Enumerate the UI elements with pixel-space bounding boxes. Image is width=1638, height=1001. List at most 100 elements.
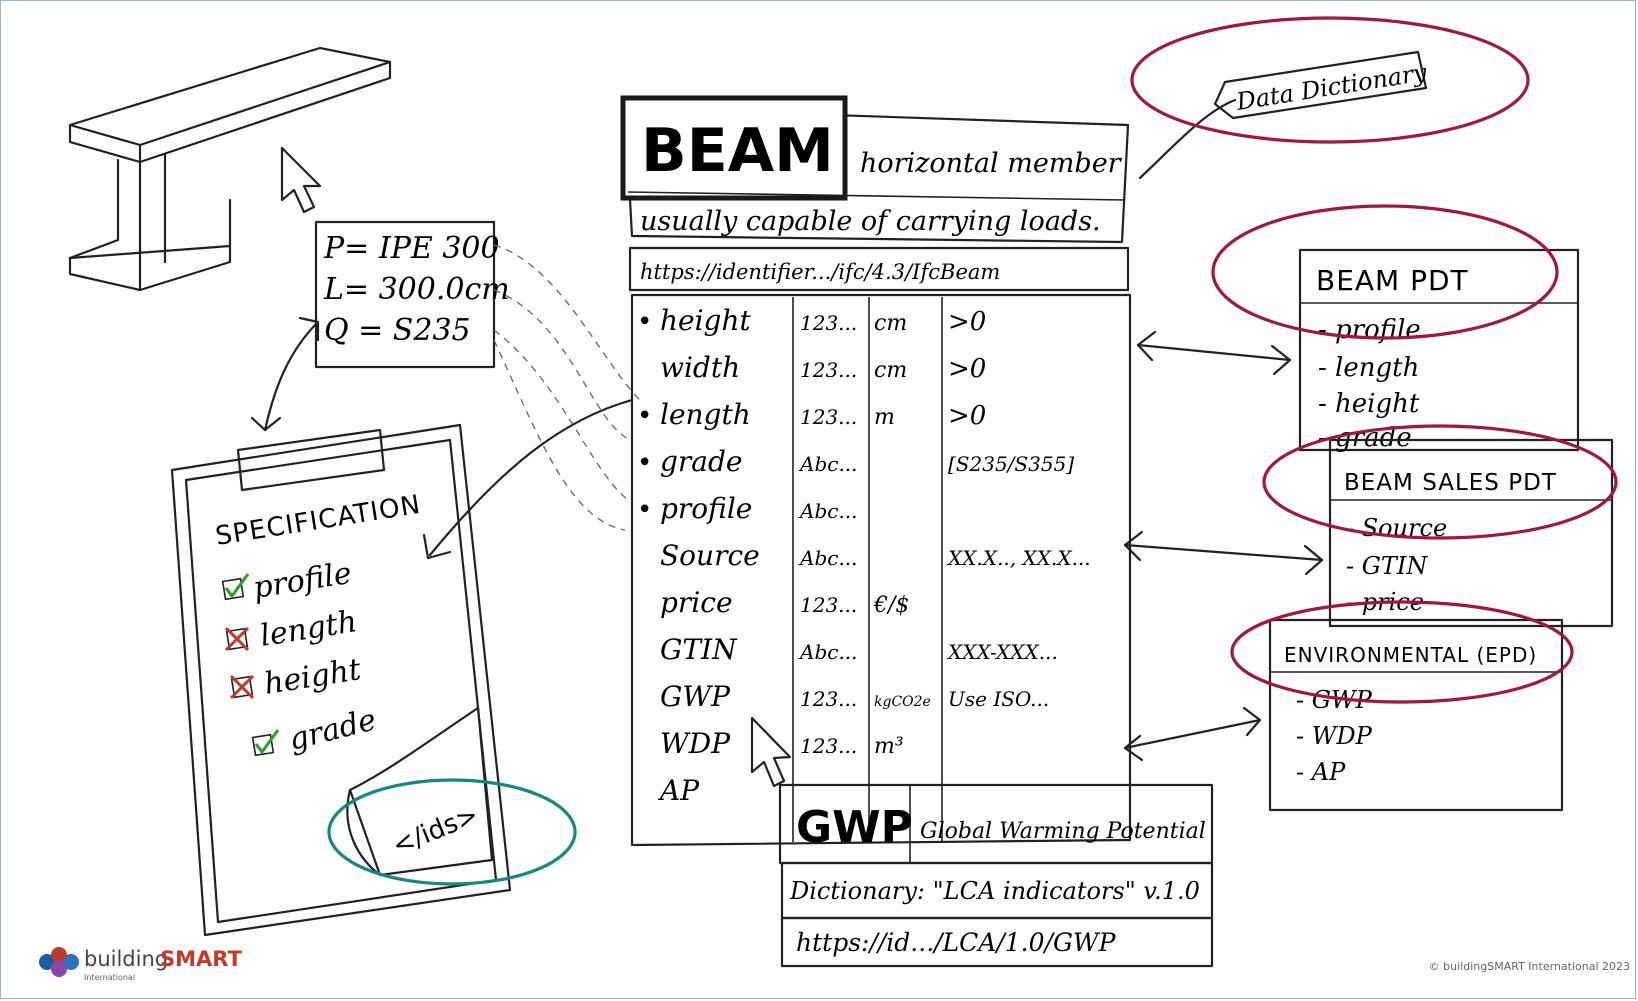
beam-pdt-title: BEAM PDT xyxy=(1316,264,1469,297)
beam-description-1: horizontal member xyxy=(860,148,1123,179)
arrow-icon xyxy=(422,398,634,560)
property-unit: cm xyxy=(874,358,907,383)
property-bullet: • xyxy=(637,495,652,525)
checkmark-icon xyxy=(224,573,250,599)
svg-text:International: International xyxy=(84,973,135,982)
instance-card: P= IPE 300 L= 300.0cm Q = S235 xyxy=(314,220,510,369)
property-unit: m³ xyxy=(874,734,904,759)
buildingsmart-logo: building SMART International xyxy=(39,947,243,982)
gwp-card: GWP Global Warming Potential Dictionary:… xyxy=(778,783,1214,968)
i-beam-icon xyxy=(68,46,392,292)
property-rule: >0 xyxy=(948,307,986,337)
property-unit: cm xyxy=(874,311,907,336)
property-name: profile xyxy=(660,492,752,525)
property-type: Abc... xyxy=(798,499,858,523)
beam-title-box xyxy=(620,95,848,201)
beam-pdt-highlight-ellipse xyxy=(1211,204,1559,340)
instance-line-3: Q = S235 xyxy=(324,313,471,348)
property-bullet: • xyxy=(637,307,652,337)
gwp-description: Global Warming Potential xyxy=(920,819,1206,844)
property-type: 123... xyxy=(800,734,857,758)
cross-icon xyxy=(229,674,255,700)
property-rule: >0 xyxy=(948,354,986,384)
beam-property-table: • height 123... cm >0 width 123... cm >0 • length 1… xyxy=(637,304,1091,807)
property-type: 123... xyxy=(800,311,857,335)
property-rule: >0 xyxy=(948,401,986,431)
property-name: grade xyxy=(660,445,743,478)
svg-text:- WDP: - WDP xyxy=(1296,722,1373,750)
property-unit: kgCO2e xyxy=(874,694,931,710)
gwp-dictionary: Dictionary: "LCA indicators" v.1.0 xyxy=(789,877,1200,905)
svg-text:- AP: - AP xyxy=(1296,758,1346,786)
svg-text:length: length xyxy=(258,604,360,654)
property-name: length xyxy=(660,398,751,431)
property-name: price xyxy=(660,586,733,619)
environmental-epd-title: ENVIRONMENTAL (EPD) xyxy=(1284,643,1537,667)
checkmark-icon xyxy=(254,729,280,755)
property-name: AP xyxy=(657,774,700,807)
beam-pdt-card: BEAM PDT - profile - length - height - g… xyxy=(1298,248,1580,453)
gwp-uri: https://id.../LCA/1.0/GWP xyxy=(796,928,1117,957)
specification-clipboard: SPECIFICATION profile length height grad… xyxy=(170,423,512,937)
svg-text:- length: - length xyxy=(1318,353,1419,383)
spec-item-height: height xyxy=(229,652,364,702)
svg-text:height: height xyxy=(262,652,364,702)
property-rule: XX.X.., XX.X... xyxy=(946,546,1091,570)
svg-text:grade: grade xyxy=(285,702,379,757)
property-name: width xyxy=(660,351,740,384)
data-dictionary-label: Data Dictionary xyxy=(1234,58,1429,116)
gwp-title: GWP xyxy=(796,802,913,853)
double-arrow-icon xyxy=(1136,330,1292,376)
property-type: Abc... xyxy=(798,546,858,570)
environmental-highlight-ellipse xyxy=(1230,600,1574,704)
spec-item-profile: profile xyxy=(221,556,354,606)
double-arrow-icon xyxy=(1123,706,1262,762)
property-bullet: • xyxy=(637,401,652,431)
cursor-icon xyxy=(750,716,792,788)
double-arrow-icon xyxy=(1123,530,1324,576)
property-name: GWP xyxy=(660,680,731,713)
svg-text:building: building xyxy=(84,947,168,971)
property-rule: Use ISO... xyxy=(948,687,1049,711)
property-type: 123... xyxy=(800,593,857,617)
copyright: © buildingSMART International 2023 xyxy=(1429,960,1630,973)
spec-item-grade: grade xyxy=(251,702,380,758)
ids-highlight-ellipse xyxy=(327,778,577,886)
data-dictionary-highlight-ellipse xyxy=(1130,16,1530,144)
ids-tag: </ids> xyxy=(388,800,482,861)
sales-pdt-highlight-ellipse xyxy=(1262,424,1618,540)
property-unit: €/$ xyxy=(873,593,909,618)
data-dictionary-tag: Data Dictionary xyxy=(1138,50,1429,180)
svg-text:profile: profile xyxy=(251,556,354,606)
svg-text:- profile: - profile xyxy=(1318,315,1421,345)
double-arrow-icon xyxy=(250,316,320,432)
environmental-epd-card: ENVIRONMENTAL (EPD) - GWP - WDP - AP xyxy=(1268,618,1564,812)
instance-line-1: P= IPE 300 xyxy=(323,231,500,266)
cross-icon xyxy=(224,626,250,652)
property-name: Source xyxy=(660,539,760,572)
svg-text:SMART: SMART xyxy=(160,947,243,971)
beam-description-2: usually capable of carrying loads. xyxy=(640,206,1101,237)
beam-uri: https://identifier.../ifc/4.3/IfcBeam xyxy=(640,260,1000,284)
specification-title: SPECIFICATION xyxy=(213,490,423,552)
svg-text:- height: - height xyxy=(1318,389,1420,419)
property-bullet: • xyxy=(637,448,652,478)
property-name: GTIN xyxy=(660,633,738,666)
property-name: height xyxy=(660,304,752,337)
beam-title: BEAM xyxy=(641,116,834,186)
svg-text:- GTIN: - GTIN xyxy=(1346,552,1428,580)
property-type: Abc... xyxy=(798,640,858,664)
spec-item-length: length xyxy=(224,604,360,654)
property-unit: m xyxy=(874,405,895,430)
beam-card: BEAM horizontal member usually capable o… xyxy=(620,95,1132,847)
property-rule: [S235/S355] xyxy=(948,452,1074,476)
instance-line-2: L= 300.0cm xyxy=(323,272,510,307)
property-name: WDP xyxy=(660,727,731,760)
property-type: 123... xyxy=(800,405,857,429)
property-type: 123... xyxy=(800,687,857,711)
property-type: Abc... xyxy=(798,452,858,476)
property-type: 123... xyxy=(800,358,857,382)
beam-sales-pdt-title: BEAM SALES PDT xyxy=(1344,470,1557,496)
